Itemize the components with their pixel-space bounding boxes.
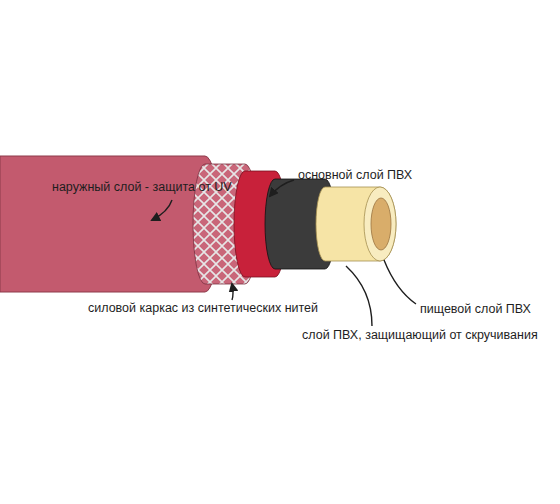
- callout-label: основной слой ПВХ: [298, 168, 412, 183]
- callout-label: пищевой слой ПВХ: [420, 302, 531, 317]
- leader-line: [152, 200, 172, 220]
- food-layer-end: [364, 187, 396, 261]
- hose-bore: [371, 198, 391, 250]
- callout-label: силовой каркас из синтетических нитей: [88, 301, 318, 316]
- food-layer: [316, 187, 396, 261]
- callout-label: слой ПВХ, защищающий от скручивания: [302, 328, 538, 343]
- leader-line: [384, 260, 416, 304]
- outer-layer: [0, 156, 219, 292]
- leader-line: [270, 180, 294, 196]
- leader-line: [346, 266, 372, 326]
- callout-label: наружный слой - защита от UV: [52, 180, 232, 195]
- leader-line: [232, 284, 233, 300]
